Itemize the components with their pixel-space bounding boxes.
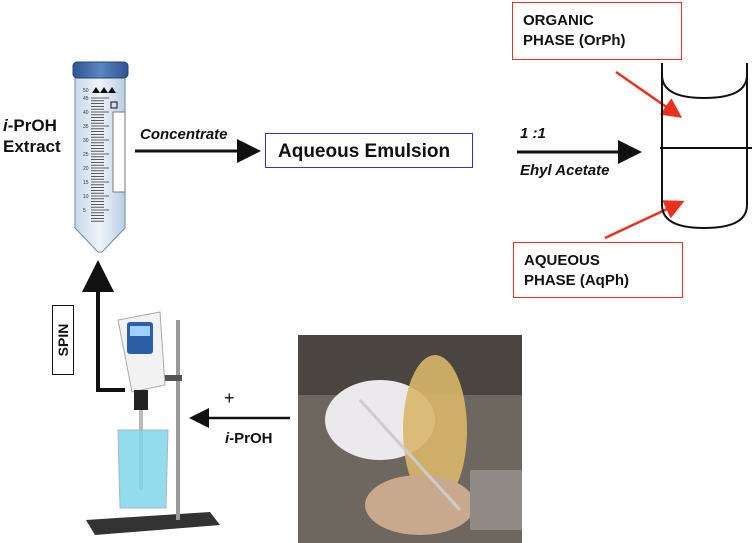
- spin-arrow: [82, 260, 125, 392]
- homogenizer-icon: [86, 311, 220, 535]
- organic-pointer-arrow: [615, 70, 683, 118]
- tube-scale-label: 15: [83, 180, 89, 186]
- tube-scale-label: 50: [83, 88, 89, 94]
- tube-scale-label: 5: [83, 208, 86, 214]
- ratio-label: 1 :1: [520, 125, 546, 142]
- centrifuge-tube-icon: 50 45 40 35 30 25 20 15 10 5: [72, 61, 129, 253]
- tube-scale-label: 45: [83, 96, 89, 102]
- plus-label: +: [224, 388, 235, 408]
- concentrate-label: Concentrate: [140, 126, 228, 143]
- tube-scale-label: 30: [83, 138, 89, 144]
- spin-box: SPIN: [52, 305, 74, 375]
- tube-scale-label: 25: [83, 152, 89, 158]
- tube-scale-label: 10: [83, 194, 89, 200]
- solvent-label: Ehyl Acetate: [520, 162, 610, 179]
- extraction-photo: [298, 335, 522, 543]
- tube-scale-label: 20: [83, 166, 89, 172]
- iproh-label: i-PrOH: [225, 430, 273, 447]
- tube-scale-label: 35: [83, 124, 89, 130]
- emulsion-box: Aqueous Emulsion: [265, 133, 473, 168]
- tube-scale-label: 40: [83, 110, 89, 116]
- spin-label: SPIN: [55, 323, 71, 357]
- separation-vessel-icon: [660, 63, 752, 230]
- aqueous-pointer-arrow: [604, 200, 685, 240]
